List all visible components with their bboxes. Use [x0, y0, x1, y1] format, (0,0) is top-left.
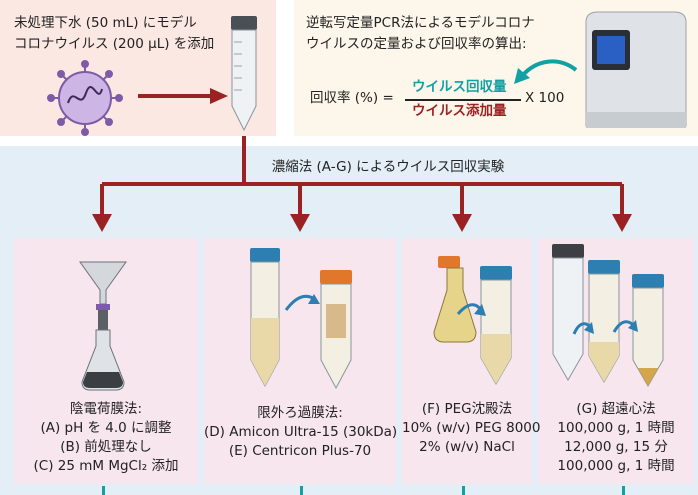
- method-f-line2: 2% (w/v) NaCl: [419, 439, 515, 455]
- formula-multiplier: X 100: [525, 90, 565, 106]
- method-c: (C) 25 mM MgCl₂ 添加: [33, 458, 179, 474]
- method-d: (D) Amicon Ultra-15 (30kDa): [204, 424, 398, 440]
- ultrafiltration-tubes-icon: [250, 248, 352, 390]
- method-g-step3: 100,000 g, 1 時間: [557, 458, 675, 474]
- filtration-funnel-icon: [79, 261, 127, 391]
- method-g-step2: 12,000 g, 15 分: [564, 439, 668, 455]
- method-g-step1: 100,000 g, 1 時間: [557, 420, 675, 436]
- quant-text-line1: 逆転写定量PCR法によるモデルコロナ: [306, 15, 535, 31]
- spike-step-panel: [0, 0, 276, 136]
- coronavirus-icon: [47, 60, 123, 136]
- fraction-bar: [405, 99, 521, 101]
- method-title-negative-membrane: 陰電荷膜法:: [69, 401, 143, 417]
- add-arrow: [138, 88, 228, 104]
- qpcr-result-arrow: [514, 59, 578, 84]
- method-panel-ultrafiltration: [204, 238, 396, 484]
- formula-label: 回収率 (%) =: [310, 90, 394, 106]
- qpcr-machine-icon: [585, 11, 687, 128]
- quant-text-line2: ウイルスの定量および回収率の算出:: [306, 36, 527, 52]
- flow-tick-2: [300, 486, 303, 495]
- ultracentrifuge-tubes-icon: [552, 244, 664, 388]
- peg-flask-icon: [433, 256, 512, 386]
- method-f-line1: 10% (w/v) PEG 8000: [402, 420, 541, 436]
- flow-tick-3: [462, 486, 465, 495]
- spike-text-line1: 未処理下水 (50 mL) にモデル: [14, 15, 197, 31]
- method-title-ultracentrifuge: (G) 超遠心法: [576, 401, 656, 417]
- method-a: (A) pH を 4.0 に調整: [40, 420, 172, 436]
- distribution-arrows: [92, 136, 632, 232]
- method-title-ultrafiltration: 限外ろ過膜法:: [257, 405, 343, 421]
- flow-tick-4: [622, 486, 625, 495]
- method-title-peg: (F) PEG沈殿法: [421, 401, 513, 417]
- flow-tick-1: [102, 486, 105, 495]
- spike-text-line2: コロナウイルス (200 μL) を添加: [14, 36, 215, 52]
- method-b: (B) 前処理なし: [60, 439, 152, 455]
- centrifuge-tube-icon: [231, 16, 257, 132]
- experiment-label: 濃縮法 (A-G) によるウイルス回収実験: [271, 159, 505, 175]
- method-e: (E) Centricon Plus-70: [228, 443, 372, 459]
- formula-denominator: ウイルス添加量: [412, 103, 507, 119]
- formula-numerator: ウイルス回収量: [412, 79, 507, 95]
